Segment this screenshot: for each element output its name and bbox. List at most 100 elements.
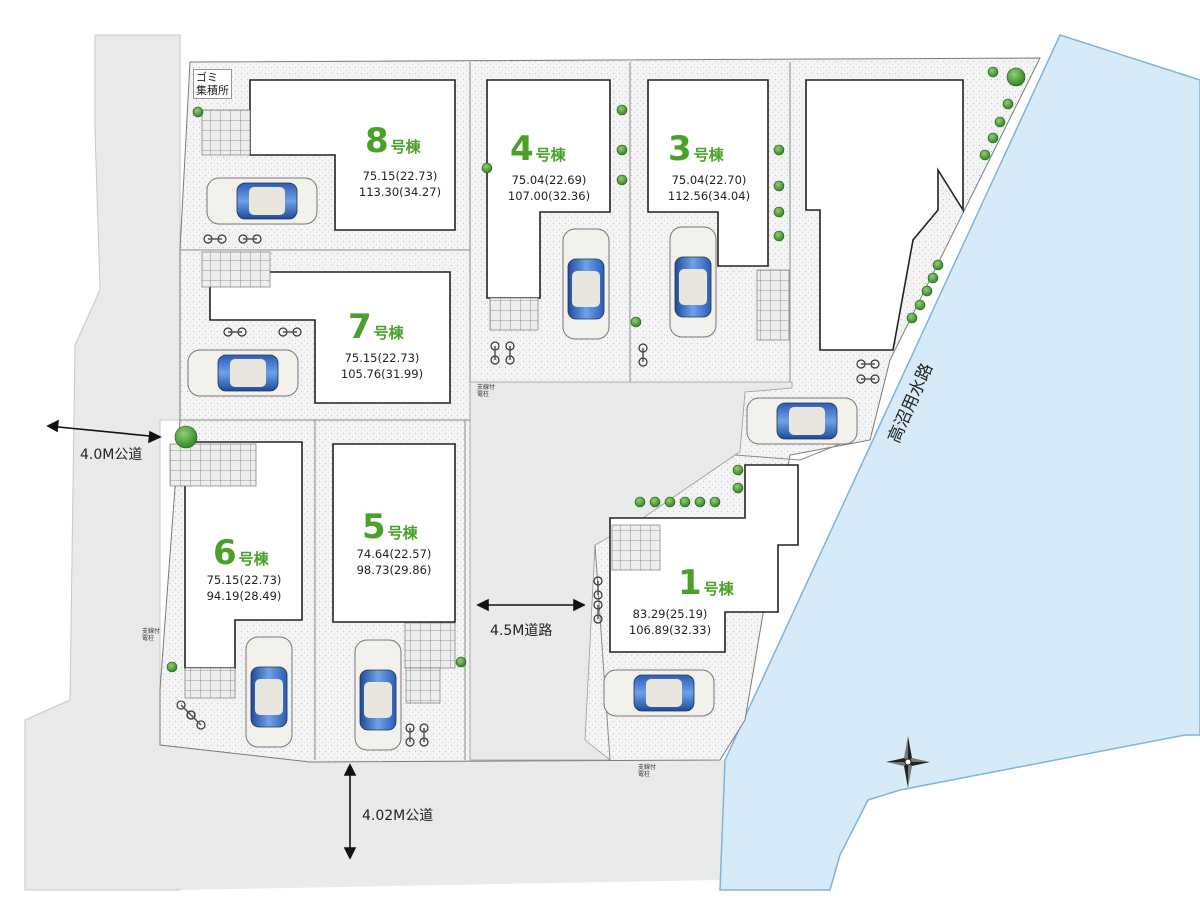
- lot-1-areas: 83.29(25.19)106.89(32.33): [616, 606, 724, 638]
- tree-icon: [616, 144, 628, 156]
- tree-icon: [1006, 67, 1026, 87]
- canal: [719, 34, 1200, 891]
- lot-5-floor-area: 98.73(29.86): [356, 563, 432, 577]
- bicycle-icon: [238, 234, 262, 244]
- tree-icon: [932, 259, 944, 271]
- car-icon: [187, 349, 299, 397]
- bicycle-icon: [856, 359, 880, 369]
- bicycle-icon: [856, 374, 880, 384]
- tree-icon: [694, 496, 706, 508]
- utility-pole-note-3-line-1: 支線付: [638, 764, 657, 771]
- tree-icon: [921, 285, 933, 297]
- tree-icon: [927, 272, 939, 284]
- lot-3-site-area: 75.04(22.70): [671, 173, 747, 187]
- lot-7-site-area: 75.15(22.73): [344, 351, 420, 365]
- car-icon: [746, 397, 858, 445]
- garbage-station-line-2: 集積所: [196, 84, 229, 97]
- bicycle-icon: [223, 327, 247, 337]
- tree-icon: [773, 144, 785, 156]
- car-icon: [562, 228, 610, 340]
- tree-icon: [773, 206, 785, 218]
- tree-icon: [616, 104, 628, 116]
- car-icon: [245, 636, 293, 748]
- building-footprints: [184, 79, 964, 669]
- tree-icon: [166, 661, 178, 673]
- tree-icon: [906, 312, 918, 324]
- dimension-arrows: [46, 419, 586, 860]
- bicycle-icon: [490, 341, 500, 365]
- south-road-label: 4.02M公道: [362, 808, 434, 824]
- utility-pole-note-2-line-1: 支線付: [142, 628, 161, 635]
- utility-pole-note-1-line-1: 支線付: [477, 384, 496, 391]
- building-4: [486, 79, 611, 299]
- bicycle-icon: [593, 576, 603, 600]
- lot-5-areas: 74.64(22.57) 98.73(29.86): [334, 546, 454, 578]
- lot-3-floor-area: 112.56(34.04): [667, 189, 751, 203]
- building-5: [332, 443, 456, 623]
- bicycle-icon: [186, 710, 206, 730]
- bicycle-icon: [419, 723, 429, 747]
- lot-8-floor-area: 113.30(34.27): [358, 185, 442, 199]
- tree-icon: [634, 496, 646, 508]
- utility-pole-note-3: 支線付電柱: [638, 764, 656, 778]
- lot-4-areas: 75.04(22.69)107.00(32.36): [488, 172, 610, 204]
- tree-icon: [455, 656, 467, 668]
- tree-icon: [732, 464, 744, 476]
- bicycle-icon: [203, 234, 227, 244]
- utility-pole-note-1-line-2: 電柱: [477, 391, 490, 398]
- bicycle-icon: [278, 327, 302, 337]
- tree-icon: [994, 116, 1006, 128]
- tree-icon: [616, 174, 628, 186]
- bicycle-icon: [593, 600, 603, 624]
- utility-pole-note-2-line-2: 電柱: [142, 635, 155, 642]
- tree-icon: [192, 106, 204, 118]
- bicycle-icon: [505, 341, 515, 365]
- car-icon: [354, 639, 402, 751]
- car-icon: [669, 226, 717, 338]
- tree-icon: [773, 230, 785, 242]
- garbage-station-line-1: ゴミ: [196, 71, 218, 84]
- building-1: [609, 464, 799, 653]
- lot-7-floor-area: 105.76(31.99): [340, 367, 424, 381]
- tree-icon: [649, 496, 661, 508]
- tree-icon: [914, 299, 926, 311]
- lot-8-site-area: 75.15(22.73): [362, 169, 438, 183]
- utility-pole-note-1: 支線付電柱: [477, 384, 495, 398]
- tree-icon: [664, 496, 676, 508]
- bicycles-layer: [176, 234, 880, 747]
- utility-pole-note-2: 支線付電柱: [142, 628, 160, 642]
- tree-icon: [174, 425, 198, 449]
- lot-1-floor-area: 106.89(32.33): [628, 623, 712, 637]
- tree-icon: [987, 66, 999, 78]
- lot-6-floor-area: 94.19(28.49): [206, 589, 282, 603]
- tree-icon: [679, 496, 691, 508]
- lot-6-site-area: 75.15(22.73): [206, 573, 282, 587]
- tree-icon: [1002, 98, 1014, 110]
- tree-icon: [979, 149, 991, 161]
- cars-layer: [187, 177, 858, 751]
- tree-icon: [709, 496, 721, 508]
- building-7: [209, 271, 451, 404]
- lot-5-site-area: 74.64(22.57): [356, 547, 432, 561]
- tree-icon: [481, 162, 493, 174]
- building-3: [647, 79, 769, 267]
- lot-lines: [180, 62, 851, 761]
- bicycle-icon: [638, 343, 648, 367]
- inner-road-label: 4.5M道路: [490, 623, 553, 639]
- bicycle-icon: [405, 723, 415, 747]
- tree-icon: [987, 132, 999, 144]
- tree-icon: [773, 180, 785, 192]
- building-2-unlabeled: [805, 79, 964, 351]
- tree-icon: [732, 482, 744, 494]
- lot-7-areas: 75.15(22.73) 105.76(31.99): [322, 350, 442, 382]
- compass-icon: [886, 736, 930, 788]
- garbage-station-label: ゴミ 集積所: [193, 69, 232, 99]
- west-road-label: 4.0M公道: [80, 447, 143, 463]
